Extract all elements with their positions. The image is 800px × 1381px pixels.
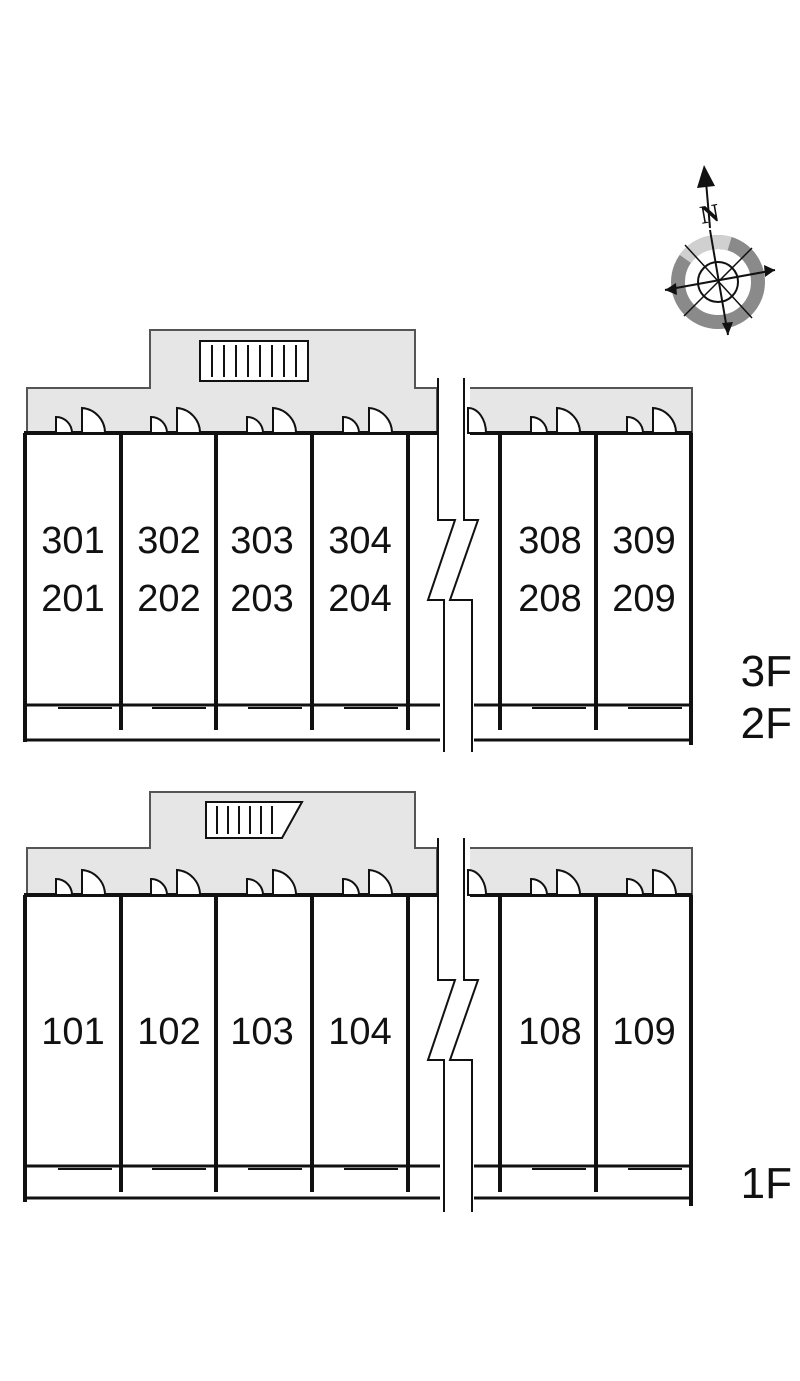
upper-doors: [55, 406, 678, 434]
compass-icon: N: [664, 165, 776, 336]
floor-label-1f: 1F: [741, 1159, 792, 1208]
unit-label: 203: [230, 578, 293, 620]
floor-label-2f: 2F: [741, 699, 792, 748]
upper-unit-labels: 301 302 303 304 308 309 201 202 203 204 …: [41, 520, 675, 620]
unit-label: 202: [137, 578, 200, 620]
lower-unit-labels: 101 102 103 104 108 109: [41, 1011, 675, 1053]
floor-label-3f: 3F: [741, 647, 792, 696]
unit-label: 204: [328, 578, 391, 620]
unit-label: 302: [137, 520, 200, 562]
unit-label: 109: [612, 1011, 675, 1053]
unit-label: 103: [230, 1011, 293, 1053]
unit-label: 104: [328, 1011, 391, 1053]
lower-doors: [55, 868, 678, 896]
staircase-icon: [199, 340, 309, 382]
unit-label: 201: [41, 578, 104, 620]
unit-label: 208: [518, 578, 581, 620]
unit-label: 301: [41, 520, 104, 562]
unit-label: 308: [518, 520, 581, 562]
lower-block: 101 102 103 104 108 109 1F: [23, 791, 792, 1213]
staircase-icon: [205, 801, 304, 839]
break-line: [426, 378, 480, 752]
unit-label: 304: [328, 520, 391, 562]
unit-label: 209: [612, 578, 675, 620]
unit-label: 101: [41, 1011, 104, 1053]
unit-label: 303: [230, 520, 293, 562]
north-label: N: [698, 198, 722, 230]
unit-label: 309: [612, 520, 675, 562]
unit-label: 108: [518, 1011, 581, 1053]
upper-block: 301 302 303 304 308 309 201 202 203 204 …: [23, 329, 792, 752]
break-line: [426, 838, 480, 1213]
unit-label: 102: [137, 1011, 200, 1053]
